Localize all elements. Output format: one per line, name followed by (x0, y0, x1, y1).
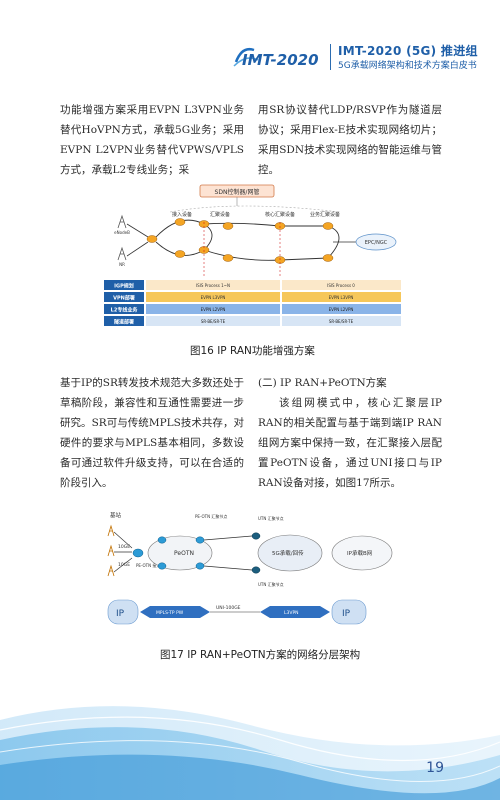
tower-icon (107, 524, 115, 537)
label-ip-left: IP (116, 609, 125, 619)
utn-node-icon (251, 532, 261, 540)
router-icon (174, 250, 186, 258)
cloud-epc (355, 233, 397, 251)
svg-text:IGP规划: IGP规划 (114, 283, 134, 290)
label-service-agg: 业务汇聚设备 (310, 211, 340, 218)
router-icon (146, 235, 158, 243)
header-divider (330, 44, 331, 70)
header-subtitle: 5G承载网络架构和技术方案白皮书 (338, 61, 477, 71)
logo-text: IMT-2020 (242, 51, 319, 69)
proto-row-tunnel: 隧道部署 SR-BE/SR-TE SR-BE/SR-TE (104, 316, 401, 326)
proto-row-igp: IGP规划 ISIS Process 1~N ISIS Process 0 (104, 280, 401, 290)
label-5g-backhaul: 5G承载/回传 (272, 549, 304, 557)
svg-text:ISIS Process 0: ISIS Process 0 (327, 283, 355, 288)
label-access: 接入设备 (172, 211, 192, 218)
utn-node-icon (251, 566, 261, 574)
label-uni: UNI-100GE (216, 605, 241, 611)
label-epc: EPC/NGC (365, 240, 388, 246)
figure17-diagram: 基站 10GE 10GE PE-OTN 接入节点 PeOTN PE-OTN 汇聚… (100, 508, 400, 638)
label-base-station: 基站 (110, 511, 122, 519)
svg-text:SR-BE/SR-TE: SR-BE/SR-TE (201, 319, 226, 324)
pe-otn-node-icon (157, 536, 167, 544)
cloud-5g-backhaul (257, 534, 323, 572)
router-icon (174, 218, 186, 226)
label-ip-b: IP承载B网 (347, 549, 373, 557)
tower-icon (117, 214, 127, 229)
svg-text:隧道部署: 隧道部署 (114, 319, 134, 326)
label-nr: NR (119, 262, 125, 267)
label-pe-agg: PE-OTN 汇聚节点 (195, 513, 227, 519)
router-icon (322, 254, 334, 262)
tower-icon (107, 544, 115, 557)
ip-left-cloud (107, 599, 139, 625)
pe-otn-node-icon (195, 536, 205, 544)
imt2020-logo: IMT-2020 (232, 40, 324, 70)
ip-right-cloud (331, 599, 367, 625)
tower-icon (117, 246, 127, 261)
label-l3vpn: L3VPN (284, 610, 299, 616)
router-icon (322, 222, 334, 230)
section-heading: (二) IP RAN+PeOTN方案 (258, 377, 387, 389)
pe-otn-node-icon (132, 548, 144, 558)
label-pe-access: PE-OTN 接入节点 (136, 562, 168, 568)
top-left-paragraph: 功能增强方案采用EVPN L3VPN业务替代HoVPN方式，承载5G业务；采用E… (60, 104, 244, 176)
sdn-label: SDN控制器/网管 (215, 188, 260, 196)
mid-right-paragraph: 该组网模式中，核心汇聚层IP RAN的相关配置与基于端到端IP RAN组网方案中… (258, 397, 442, 489)
label-aggregation: 汇聚设备 (210, 211, 230, 218)
top-right-paragraph: 用SR协议替代LDP/RSVP作为隧道层协议；采用Flex-E技术实现网络切片；… (258, 104, 442, 176)
figure17-caption: 图17 IP RAN+PeOTN方案的网络分层架构 (160, 649, 361, 661)
label-peotn: PeOTN (174, 550, 194, 557)
tower-icon (107, 564, 115, 577)
label-utn-1: UTN 汇聚节点 (258, 515, 284, 521)
cloud-ip-b (331, 535, 393, 571)
svg-text:SR-BE/SR-TE: SR-BE/SR-TE (329, 319, 354, 324)
figure16-diagram: SDN控制器/网管 接入设备 汇聚设备 核心汇聚设备 业务汇聚设备 eNodeB… (100, 182, 405, 334)
svg-text:EVPN L3VPN: EVPN L3VPN (201, 295, 226, 300)
svg-text:L2专线业务: L2专线业务 (111, 307, 139, 314)
svg-text:EVPN L2VPN: EVPN L2VPN (201, 307, 226, 312)
svg-text:EVPN L2VPN: EVPN L2VPN (329, 307, 354, 312)
svg-text:EVPN L3VPN: EVPN L3VPN (329, 295, 354, 300)
mid-left-paragraph: 基于IP的SR转发技术规范大多数还处于草稿阶段，兼容性和互通性需要进一步研究。S… (60, 377, 244, 489)
label-utn-2: UTN 汇聚节点 (258, 581, 284, 587)
footer-wave (0, 680, 500, 800)
label-10ge-1: 10GE (118, 544, 130, 550)
header-title: IMT-2020 (5G) 推进组 (338, 44, 478, 58)
router-icon (222, 254, 234, 262)
router-icon (222, 222, 234, 230)
label-pw: MPLS-TP PW (156, 610, 184, 616)
label-10ge-2: 10GE (118, 562, 130, 568)
label-core-agg: 核心汇聚设备 (265, 211, 295, 218)
proto-row-vpn: VPN部署 EVPN L3VPN EVPN L3VPN (104, 292, 401, 302)
l3vpn-arrow (260, 606, 330, 618)
svg-text:ISIS Process 1~N: ISIS Process 1~N (196, 283, 230, 288)
svg-text:VPN部署: VPN部署 (113, 295, 135, 302)
page-number: 19 (426, 760, 444, 776)
pe-otn-node-icon (195, 562, 205, 570)
figure16-caption: 图16 IP RAN功能增强方案 (190, 345, 315, 357)
peotn-cloud (147, 535, 213, 571)
label-ip-right: IP (342, 609, 351, 619)
pe-otn-node-icon (157, 562, 167, 570)
label-enodeb: eNodeB (114, 230, 130, 235)
pw-arrow (140, 606, 210, 618)
proto-row-l2: L2专线业务 EVPN L2VPN EVPN L2VPN (104, 304, 401, 314)
